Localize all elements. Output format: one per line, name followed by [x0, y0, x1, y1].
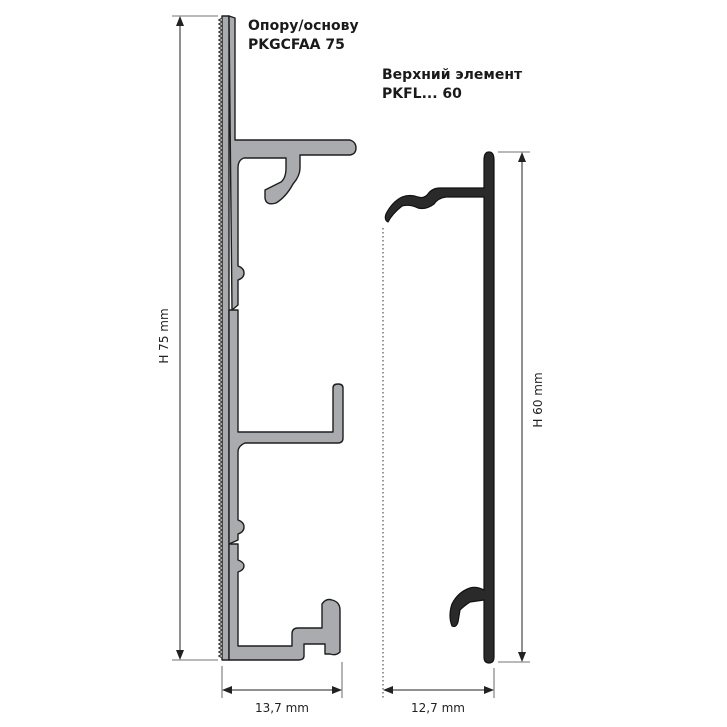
serration-teeth-path — [217, 17, 223, 659]
base-label-line1: Опору/основу — [248, 18, 359, 34]
top-height-label: H 60 mm — [531, 372, 545, 427]
top-element-profile — [384, 151, 495, 664]
top-element-label: Верхний элемент PKFL... 60 — [382, 67, 523, 102]
base-lower-body — [228, 543, 341, 661]
top-element-body — [384, 151, 495, 664]
base-serration-teeth — [217, 17, 223, 659]
base-width-label: 13,7 mm — [255, 701, 309, 715]
base-mid-body — [228, 309, 344, 545]
base-label-line2: PKGCFAA 75 — [248, 37, 345, 53]
base-profile — [221, 15, 357, 661]
base-upper-body — [228, 15, 357, 311]
top-element-label-line2: PKFL... 60 — [382, 86, 462, 102]
base-width-dimension: 13,7 mm — [221, 662, 343, 715]
top-height-dimension: H 60 mm — [498, 151, 545, 663]
top-width-dimension: 12,7 mm — [382, 228, 495, 715]
base-height-dimension: H 75 mm — [157, 15, 218, 661]
base-serrated-strip — [221, 15, 230, 661]
top-width-label: 12,7 mm — [411, 701, 465, 715]
top-element-label-line1: Верхний элемент — [382, 67, 523, 83]
base-label: Опору/основу PKGCFAA 75 — [248, 18, 359, 53]
base-height-label: H 75 mm — [157, 308, 171, 363]
